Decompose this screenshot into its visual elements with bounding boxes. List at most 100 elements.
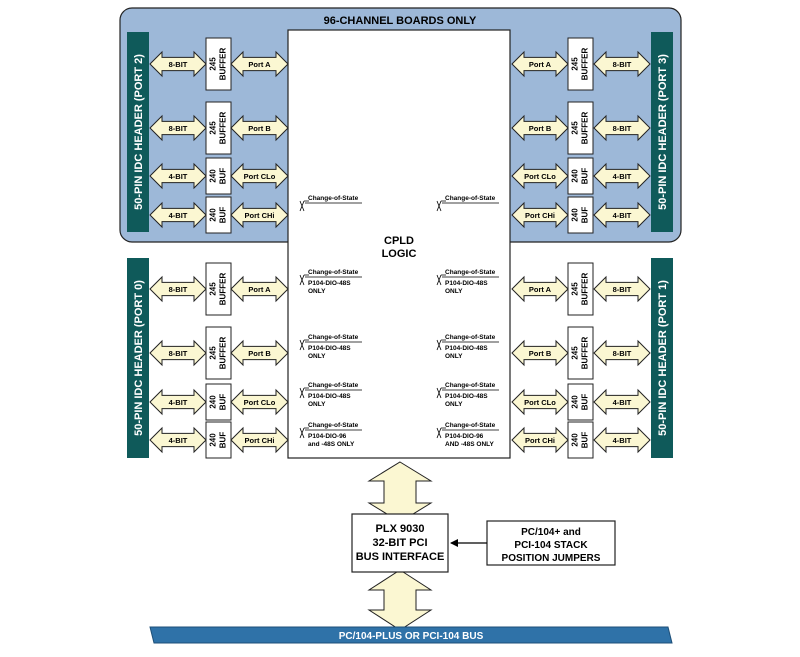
cos-label-5: Change-of-State <box>445 334 496 341</box>
cos-symbol-4 <box>299 339 309 351</box>
idc-header-port3 <box>651 32 673 232</box>
port0-row1-buffer-part: 245 <box>209 346 218 360</box>
port3-row1-port-arrow <box>511 114 569 142</box>
port0-row3-port-arrow <box>230 426 289 454</box>
port3-row0-bits-label: 8-BIT <box>613 60 632 69</box>
port1-row3-port-label: Port CHi <box>525 436 555 445</box>
port1-row2-port-arrow <box>511 388 569 416</box>
pci-bus-bar <box>149 626 673 644</box>
cos-block-0: Change-of-State <box>299 195 362 212</box>
port1-row0-port-arrow <box>511 275 569 303</box>
port1-row1-buffer-type: BUFFER <box>581 337 590 370</box>
port2-row2-buffer-box <box>205 157 232 195</box>
port3-row1-buffer-box <box>567 101 594 155</box>
port2-row1-port-arrow <box>230 114 289 142</box>
port3-row3-port-label: Port CHi <box>525 211 555 220</box>
port3-row0-port-label: Port A <box>529 60 552 69</box>
idc-header-port0 <box>127 258 149 458</box>
port2-row2-buffer-type: BUF <box>219 168 228 185</box>
port0-row3-buffer-part: 240 <box>209 433 218 447</box>
cos-note-5-line1: P104-DIO-48S <box>445 345 488 352</box>
cos-note-4-line1: P104-DIO-48S <box>308 345 351 352</box>
cos-note-6-line2: ONLY <box>308 401 326 408</box>
port1-row0-port-label: Port A <box>529 285 552 294</box>
port3-row2-bits-label: 4-BIT <box>613 172 632 181</box>
cos-symbol-5 <box>436 339 446 351</box>
port3-row3-buffer-type: BUF <box>581 207 590 224</box>
jumpers-label-line1: PC/104+ and <box>521 527 581 538</box>
port3-row1-bits-label: 8-BIT <box>613 124 632 133</box>
port0-row2-buffer-part: 240 <box>209 395 218 409</box>
port2-row2-port-label: Port CLo <box>244 172 276 181</box>
port2-row3-port-arrow <box>230 201 289 229</box>
port3-row0-buffer-type: BUFFER <box>581 48 590 81</box>
port0-row1-buffer-type: BUFFER <box>219 337 228 370</box>
cpld-logic-box <box>287 29 511 459</box>
port3-row1-port-label: Port B <box>529 124 552 133</box>
cos-symbol-7 <box>436 387 446 399</box>
cos-note-7-line2: ONLY <box>445 401 463 408</box>
cos-symbol-2 <box>299 274 309 286</box>
cos-note-3-line1: P104-DIO-48S <box>445 280 488 287</box>
cos-label-0: Change-of-State <box>308 195 359 202</box>
port2-row2-buffer-part: 240 <box>209 169 218 183</box>
idc-header-port3-label: 50-PIN IDC HEADER (PORT 3) <box>657 54 669 210</box>
cos-note-6-line1: P104-DIO-48S <box>308 393 351 400</box>
port0-row0-port-label: Port A <box>248 285 271 294</box>
port0-row2-port-label: Port CLo <box>244 398 276 407</box>
plx-bus-arrow <box>367 569 433 631</box>
port2-row1-buffer-type: BUFFER <box>219 112 228 145</box>
cos-label-8: Change-of-State <box>308 422 359 429</box>
port3-row2-buffer-type: BUF <box>581 168 590 185</box>
cos-label-7: Change-of-State <box>445 382 496 389</box>
port1-row2-buffer-part: 240 <box>571 395 580 409</box>
cos-note-8-line2: and -48S ONLY <box>308 441 355 448</box>
port3-row2-buffer-part: 240 <box>571 169 580 183</box>
port3-row2-buffer-box <box>567 157 594 195</box>
port1-row3-buffer-box <box>567 421 594 459</box>
port1-row2-port-label: Port CLo <box>524 398 556 407</box>
port3-row3-buffer-box <box>567 196 594 234</box>
plx-9030-box <box>351 513 449 573</box>
port2-row0-bits-label: 8-BIT <box>169 60 188 69</box>
port2-row2-bits-label: 4-BIT <box>169 172 188 181</box>
port3-row3-bits-label: 4-BIT <box>613 211 632 220</box>
jumpers-label-line3: POSITION JUMPERS <box>502 553 601 564</box>
port1-row0-bits-label: 8-BIT <box>613 285 632 294</box>
port3-row2-port-arrow <box>511 162 569 190</box>
idc-header-port2-label: 50-PIN IDC HEADER (PORT 2) <box>133 54 145 210</box>
cos-symbol-9 <box>436 427 446 439</box>
cos-label-9: Change-of-State <box>445 422 496 429</box>
port1-row1-buffer-part: 245 <box>571 346 580 360</box>
cos-symbol-3 <box>436 274 446 286</box>
port1-row3-port-arrow <box>511 426 569 454</box>
plx-label-line1: PLX 9030 <box>376 523 425 535</box>
port3-row1-buffer-part: 245 <box>571 121 580 135</box>
idc-header-port0-label: 50-PIN IDC HEADER (PORT 0) <box>133 280 145 436</box>
port2-row1-bits-label: 8-BIT <box>169 124 188 133</box>
port2-row1-buffer-part: 245 <box>209 121 218 135</box>
port1-row3-buffer-type: BUF <box>581 432 590 449</box>
port3-row2-bits-arrow <box>593 162 651 190</box>
port1-row1-bits-arrow <box>593 339 651 367</box>
panel-title: 96-CHANNEL BOARDS ONLY <box>324 15 477 27</box>
port0-row0-buffer-type: BUFFER <box>219 273 228 306</box>
cos-block-1: Change-of-State <box>436 195 499 212</box>
port0-row0-port-arrow <box>230 275 289 303</box>
cos-note-9-line2: AND -48S ONLY <box>445 441 495 448</box>
cpld-plx-arrow <box>367 461 433 523</box>
port1-row1-port-arrow <box>511 339 569 367</box>
port0-row0-buffer-part: 245 <box>209 282 218 296</box>
port2-row0-port-label: Port A <box>248 60 271 69</box>
cpld-label-line2: LOGIC <box>382 248 417 260</box>
jumpers-label-line2: PCI-104 STACK <box>514 540 588 551</box>
port3-row0-bits-arrow <box>593 50 651 78</box>
port0-row0-bits-label: 8-BIT <box>169 285 188 294</box>
